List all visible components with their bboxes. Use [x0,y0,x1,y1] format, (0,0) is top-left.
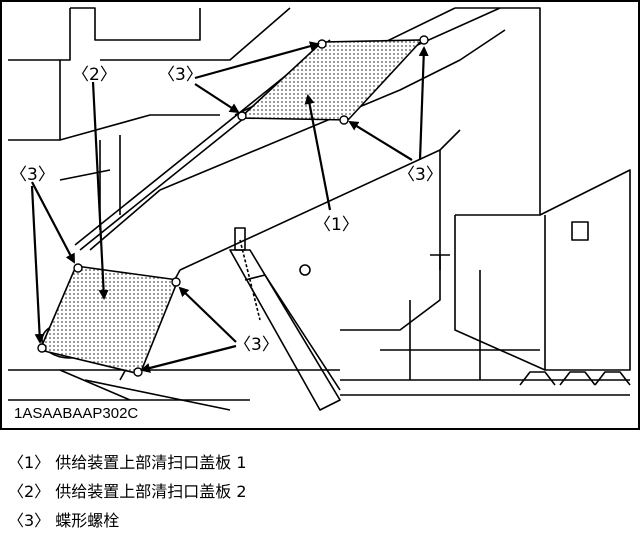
wing-bolt-icon [73,263,83,273]
wing-bolt-icon [317,39,327,49]
callout-1: 〈1〉 [314,215,359,235]
callout-3-top: 〈3〉 [158,65,203,85]
wing-bolt-icon [237,111,247,121]
wing-bolt-icon [339,115,349,125]
wing-bolts [37,35,429,377]
callout-3-left: 〈3〉 [10,165,55,185]
legend-item-3: 〈3〉 蝶形螺栓 [8,511,120,530]
wing-bolt-icon [171,277,181,287]
figure-frame [0,0,640,430]
legend-item-2: 〈2〉 供给装置上部清扫口盖板 2 [8,482,247,501]
callout-3-right: 〈3〉 [398,165,443,185]
callout-3-bottom: 〈3〉 [234,335,279,355]
wing-bolt-icon [419,35,429,45]
wing-bolt-icon [133,367,143,377]
leader-lines [30,41,429,373]
cover-plate-1 [237,39,424,121]
callout-2: 〈2〉 [72,65,117,85]
legend: 〈1〉 供给装置上部清扫口盖板 1 〈2〉 供给装置上部清扫口盖板 2 〈3〉 … [8,448,632,535]
legend-item-1: 〈1〉 供给装置上部清扫口盖板 1 [8,453,247,472]
figure-code: 1ASAABAAP302C [14,405,138,422]
wing-bolt-icon [37,343,47,353]
machine-illustration: 〈2〉 〈1〉 〈3〉 〈3〉 〈3〉 〈3〉 1ASAABAAP302C [0,0,640,430]
